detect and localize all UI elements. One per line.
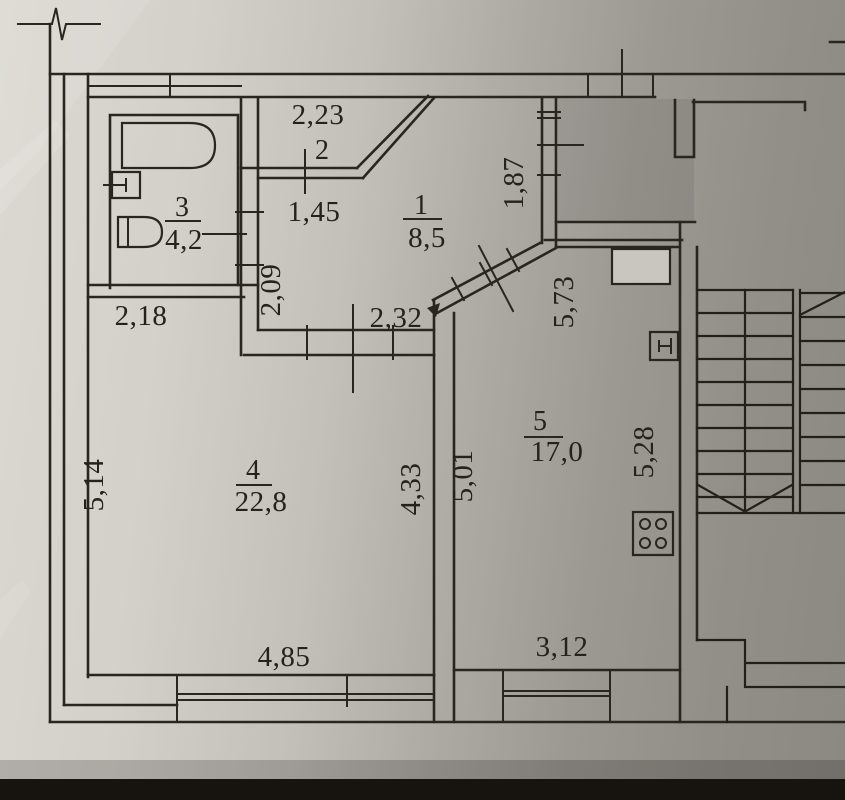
room2-number: 2 [315, 135, 329, 166]
dim-room4-left: 5,14 [78, 459, 110, 512]
diagonal-wall-door [427, 241, 558, 317]
dim-room2-width: 2,23 [292, 99, 345, 131]
staircase-icon [695, 288, 845, 724]
dim-room4-right: 4,33 [395, 463, 427, 516]
dim-hall-left: 2,09 [255, 264, 287, 317]
sink-icon [103, 170, 142, 200]
stove-icon [631, 510, 675, 557]
bathroom-partition-wall [235, 96, 264, 357]
stair-direction-arrow-icon [696, 483, 794, 513]
dim-room1-right: 1,87 [498, 157, 530, 210]
entrance-steps [695, 638, 845, 724]
dim-room2-opening: 1,45 [288, 196, 341, 228]
dim-room5-upper-left: 5,73 [548, 276, 580, 329]
bottom-walls-windows [86, 668, 682, 723]
room1-number: 1 [414, 190, 428, 221]
hall-room4-wall [242, 304, 436, 393]
neighbor-unit-shade [558, 99, 694, 221]
scan-streaks [0, 0, 150, 640]
room5-number: 5 [533, 406, 547, 437]
dim-hall-bottom-wall: 2,32 [370, 302, 423, 334]
room4-area: 22,8 [235, 486, 288, 518]
room4-number: 4 [246, 455, 260, 486]
electrical-panel-icon [648, 330, 680, 362]
vent-duct [673, 98, 696, 159]
room3-area: 4,2 [165, 224, 203, 256]
room3-number: 3 [175, 192, 189, 223]
room1-area: 8,5 [408, 222, 446, 254]
room4-room5-divider [432, 298, 456, 724]
vent-shaft-box [610, 247, 672, 286]
dim-room4-bottom: 4,85 [258, 641, 311, 673]
outer-walls [17, 7, 845, 724]
room5-area: 17,0 [531, 436, 584, 468]
labels: 2,23 2 1,45 1,87 2,09 2,18 3 4,2 1 8,5 2… [78, 99, 660, 673]
dim-bath-wall: 2,18 [115, 300, 168, 332]
photo-edge-bar [0, 779, 845, 800]
door-leaf-icon [477, 244, 515, 313]
bathroom-walls [86, 113, 260, 299]
dim-room5-right: 5,28 [628, 426, 660, 479]
toilet-icon [116, 215, 164, 249]
dim-room5-left: 5,01 [447, 450, 479, 503]
bathtub-icon [120, 121, 217, 170]
dim-room5-bottom: 3,12 [536, 631, 589, 663]
wall-break-zigzag-icon [17, 7, 101, 41]
room2-walls [239, 94, 436, 194]
photo-shadow-band [0, 760, 845, 780]
